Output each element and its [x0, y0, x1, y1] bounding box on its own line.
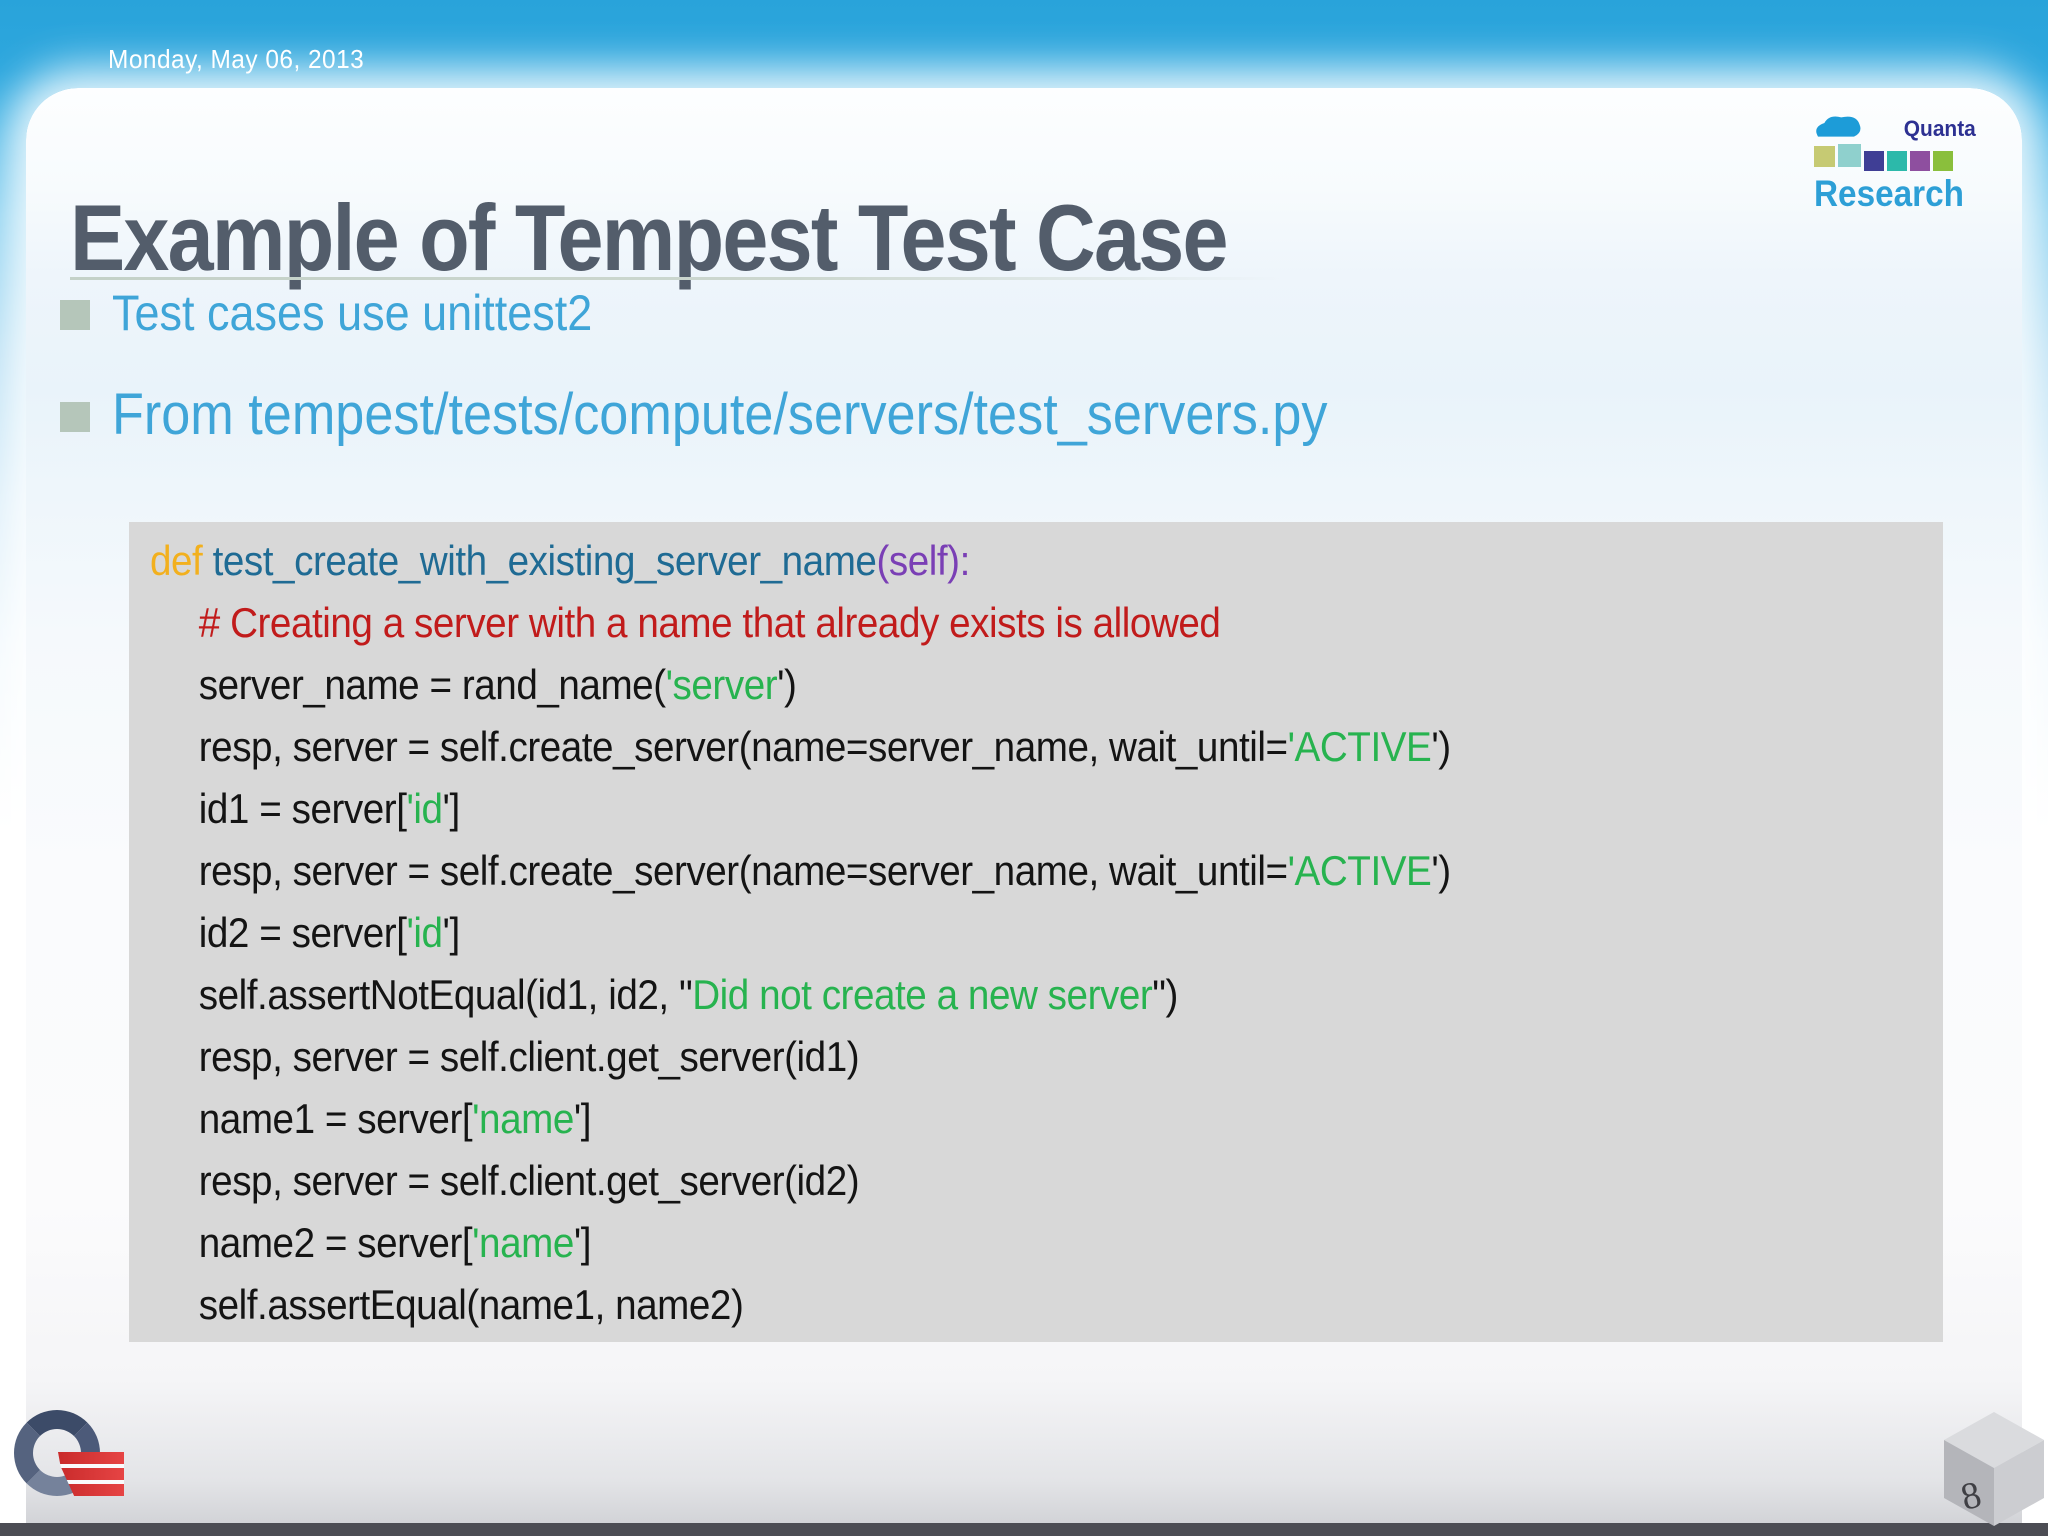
code-line: resp, server = self.create_server(name=s…	[198, 847, 1451, 894]
bullet-item-2: From tempest/tests/compute/servers/test_…	[60, 382, 1463, 448]
code-line: self.assertEqual(name1, name2)	[198, 1281, 744, 1328]
quanta-wordmark: Quanta	[1903, 116, 1976, 141]
code-line: resp, server = self.create_server(name=s…	[198, 723, 1451, 770]
logo-square	[1838, 144, 1861, 167]
bullet-marker-icon	[60, 402, 90, 432]
bottom-strip	[0, 1523, 2048, 1536]
code-line: name2 = server['name']	[198, 1219, 592, 1266]
q-stripe	[58, 1484, 124, 1496]
logo-square	[1887, 151, 1907, 171]
q-stripe	[58, 1452, 124, 1464]
logo-square	[1910, 151, 1930, 171]
cube-right-face	[1994, 1440, 2044, 1526]
code-line: self.assertNotEqual(id1, id2, "Did not c…	[198, 971, 1179, 1018]
research-wordmark: Research	[1814, 173, 1964, 214]
code-block: def test_create_with_existing_server_nam…	[129, 522, 1943, 1342]
slide-canvas: Example of Tempest Test Case Quanta Rese…	[26, 88, 2022, 1524]
title-underline	[70, 277, 1280, 280]
quanta-logo-squares	[1814, 144, 1976, 171]
code-line: id1 = server['id']	[198, 785, 460, 832]
code-line: name1 = server['name']	[198, 1095, 592, 1142]
code-line: resp, server = self.client.get_server(id…	[198, 1033, 860, 1080]
bullet-text: Test cases use unittest2	[112, 285, 593, 341]
cube-left-face	[1944, 1440, 1994, 1526]
code-line: def test_create_with_existing_server_nam…	[150, 537, 970, 584]
bullet-marker-icon	[60, 300, 90, 330]
quanta-q-logo	[14, 1410, 138, 1522]
logo-top-row: Quanta	[1814, 108, 1976, 142]
slide-date: Monday, May 06, 2013	[108, 44, 365, 74]
slide-title: Example of Tempest Test Case	[70, 185, 1228, 290]
bullet-text: From tempest/tests/compute/servers/test_…	[112, 382, 1328, 447]
code-line: server_name = rand_name('server')	[198, 661, 797, 708]
code-line: # Creating a server with a name that alr…	[198, 599, 1221, 646]
cloud-icon	[1816, 116, 1861, 137]
q-stripes-icon	[58, 1452, 124, 1504]
quanta-research-logo: Quanta Research	[1814, 108, 1976, 215]
bullet-item-1: Test cases use unittest2	[60, 284, 646, 342]
page-number-cube: 8	[1944, 1412, 2044, 1526]
code-line: resp, server = self.client.get_server(id…	[198, 1157, 860, 1204]
code-line: id2 = server['id']	[198, 909, 460, 956]
logo-square	[1933, 151, 1953, 171]
logo-square	[1864, 151, 1884, 171]
q-stripe	[58, 1468, 124, 1480]
logo-square	[1814, 146, 1835, 167]
